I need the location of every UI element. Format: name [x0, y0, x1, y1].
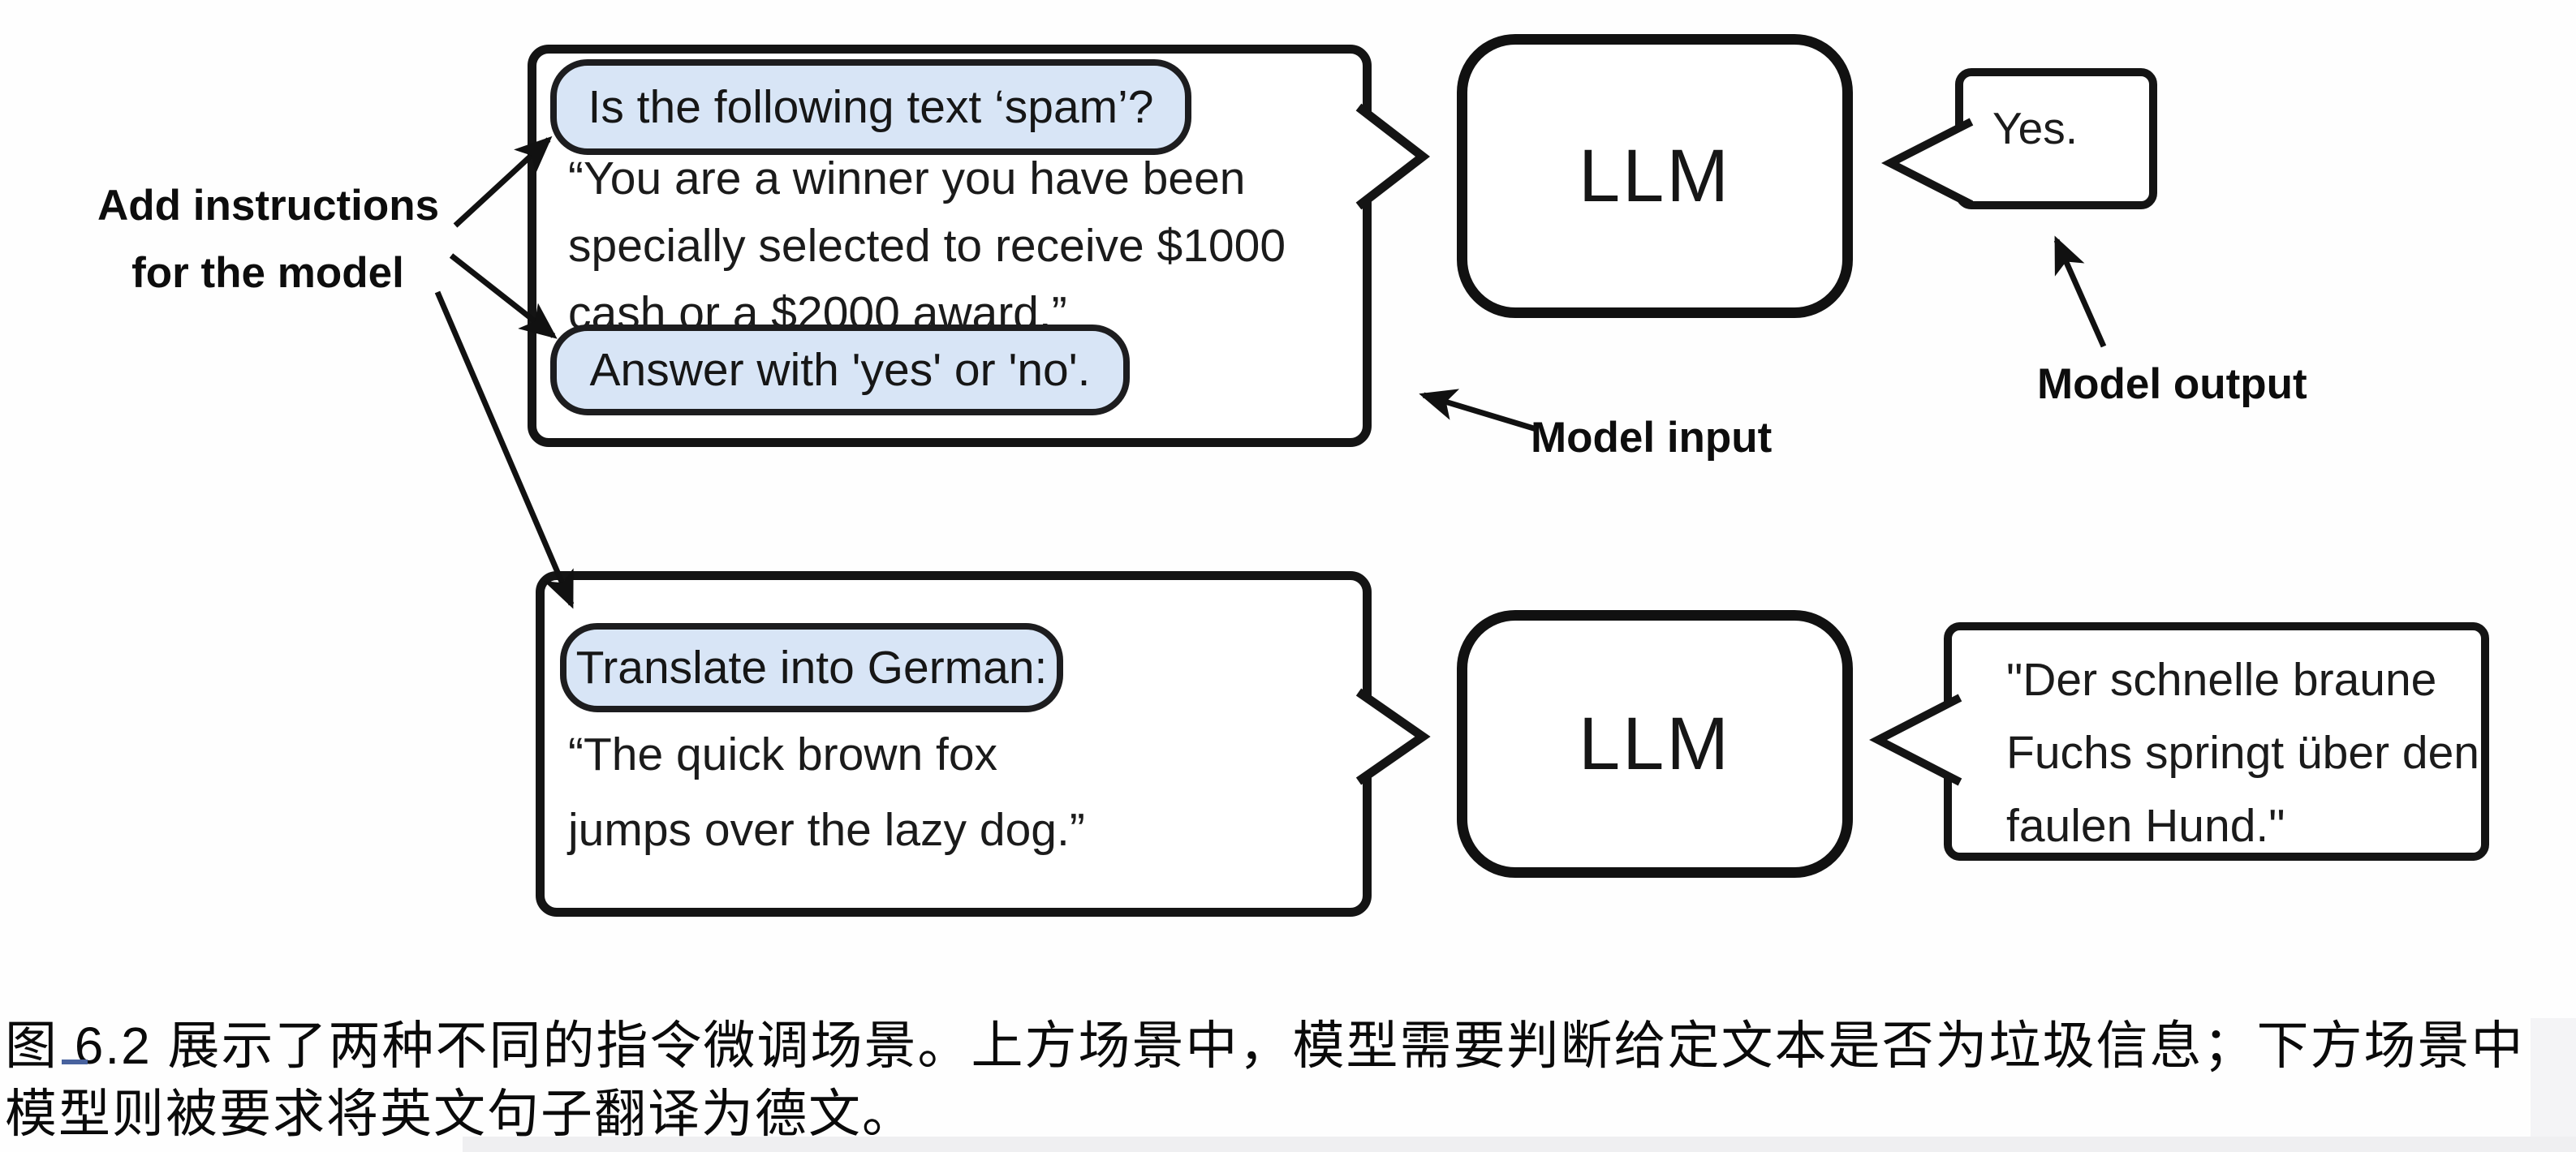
model-input-arrow [1419, 389, 1538, 432]
llm-box-top: LLM [1457, 34, 1853, 318]
german-output-text-line: Fuchs springt über den [2006, 727, 2479, 779]
spam-instruction-pill: Is the following text ‘spam’? [550, 59, 1191, 155]
german-output-text-line: "Der schnelle braune [2006, 654, 2437, 706]
add-instructions-label-line1: Add instructions [97, 182, 440, 230]
yes-output-text: Yes. [1992, 103, 2078, 153]
answer-format-pill: Answer with 'yes' or 'no'. [550, 325, 1130, 415]
add-instructions-label: Add instructions for the model [97, 172, 440, 307]
page-right-strip [2531, 1018, 2576, 1137]
german-output-text-line: faulen Hund." [2006, 800, 2285, 852]
add-instructions-label-line2: for the model [131, 249, 404, 297]
caption-figure-underline [62, 1060, 88, 1064]
spam-input-text-line: “You are a winner you have been [568, 153, 1246, 204]
model-output-arrow [2053, 235, 2107, 348]
translate-input-text-line: jumps over the lazy dog.” [568, 804, 1085, 856]
yes-output-bubble [1955, 68, 2157, 209]
translate-instruction-pill: Translate into German: [560, 623, 1063, 712]
page-bottom-strip [463, 1137, 2576, 1152]
model-output-label: Model output [2037, 360, 2307, 408]
llm-box-bottom: LLM [1457, 610, 1853, 878]
spam-input-text-line: specially selected to receive $1000 [568, 220, 1286, 272]
figure-caption-line2: 模型则被要求将英文句子翻译为德文。 [5, 1085, 915, 1143]
model-input-label: Model input [1531, 414, 1773, 462]
translate-input-text-line: “The quick brown fox [568, 729, 998, 780]
figure-caption-line1: 图 6.2 展示了两种不同的指令微调场景。上方场景中，模型需要判断给定文本是否为… [5, 1017, 2576, 1075]
